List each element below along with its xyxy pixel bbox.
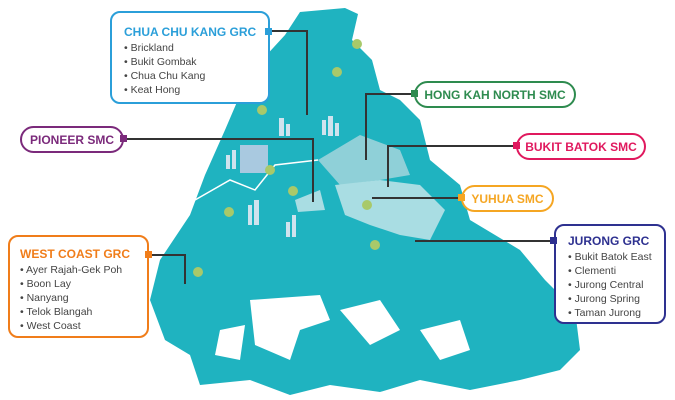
marker-hkn (411, 90, 418, 97)
connector-cck (272, 30, 308, 32)
ward-item: Brickland (124, 41, 268, 55)
bukit-batok-smc-label: BUKIT BATOK SMC (516, 133, 646, 160)
ward-item: Bukit Gombak (124, 55, 268, 69)
jurong-title: JURONG GRC (568, 234, 650, 248)
chua-chu-kang-grc-box: CHUA CHU KANG GRC Brickland Bukit Gombak… (110, 11, 270, 104)
west-coast-title: WEST COAST GRC (20, 247, 130, 261)
connector-hkn-v (365, 93, 367, 160)
coast-cutouts (215, 295, 470, 360)
connector-wc-v (184, 254, 186, 284)
marker-jurong (550, 237, 557, 244)
ward-item: Chua Chu Kang (124, 69, 268, 83)
building-icons (226, 116, 339, 237)
chua-chu-kang-title: CHUA CHU KANG GRC (124, 25, 257, 39)
ward-item: Jurong Central (568, 278, 664, 292)
connector-yuhua (372, 197, 464, 199)
west-coast-wards: Ayer Rajah-Gek Poh Boon Lay Nanyang Telo… (20, 263, 147, 333)
marker-bb (513, 142, 520, 149)
tree-icons (193, 39, 380, 277)
marker-west-coast (145, 251, 152, 258)
marker-yuhua (458, 194, 465, 201)
connector-hkn (365, 93, 415, 95)
ward-item: Clementi (568, 264, 664, 278)
ward-item: Ayer Rajah-Gek Poh (20, 263, 147, 277)
connector-bb (387, 145, 517, 147)
ward-item: Telok Blangah (20, 305, 147, 319)
ward-item: West Coast (20, 319, 147, 333)
connector-bb-v (387, 145, 389, 187)
connector-jurong (415, 240, 555, 242)
ward-item: Boon Lay (20, 277, 147, 291)
pioneer-area (295, 190, 325, 212)
connector-cck-v (306, 30, 308, 115)
chua-chu-kang-wards: Brickland Bukit Gombak Chua Chu Kang Kea… (124, 41, 268, 97)
connector-pioneer-v (312, 138, 314, 202)
marker-cck (265, 28, 272, 35)
marker-pioneer (120, 135, 127, 142)
jurong-wards: Bukit Batok East Clementi Jurong Central… (568, 250, 664, 320)
yuhua-smc-label: YUHUA SMC (461, 185, 554, 212)
ward-item: Jurong Spring (568, 292, 664, 306)
connector-wc (150, 254, 186, 256)
ward-item: Keat Hong (124, 83, 268, 97)
hong-kah-north-smc-label: HONG KAH NORTH SMC (414, 81, 576, 108)
ward-item: Bukit Batok East (568, 250, 664, 264)
building-block (240, 145, 268, 173)
ward-item: Taman Jurong (568, 306, 664, 320)
ward-item: Nanyang (20, 291, 147, 305)
connector-pioneer (127, 138, 314, 140)
west-coast-grc-box: WEST COAST GRC Ayer Rajah-Gek Poh Boon L… (8, 235, 149, 338)
jurong-grc-box: JURONG GRC Bukit Batok East Clementi Jur… (554, 224, 666, 324)
pioneer-smc-label: PIONEER SMC (20, 126, 124, 153)
yuhua-jurong-area (335, 180, 445, 240)
boundary-line (194, 159, 319, 201)
